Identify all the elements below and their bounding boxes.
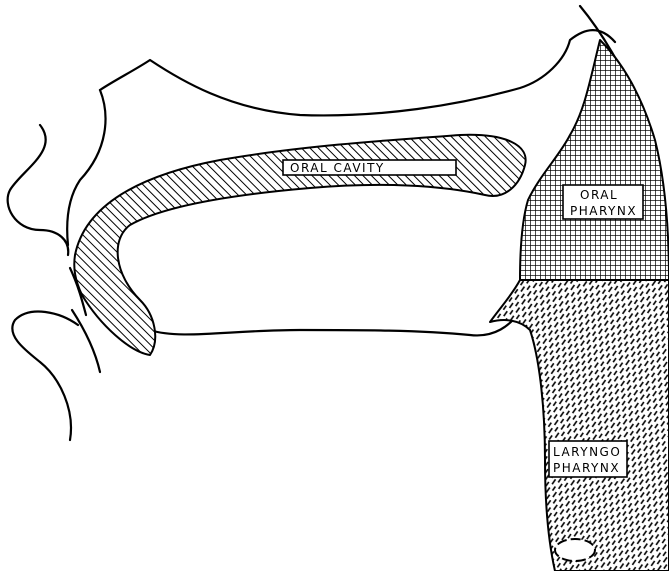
head-top-outline — [100, 30, 615, 115]
laryngo-pharynx-label: LARYNGO PHARYNX — [549, 441, 627, 477]
trachea-ring — [555, 539, 595, 561]
oral-pharynx-label-line2: PHARYNX — [570, 204, 637, 218]
oral-pharynx-label: ORAL PHARYNX — [563, 185, 643, 219]
jaw-tongue-outline — [150, 312, 520, 335]
laryngo-pharynx-label-line2: PHARYNX — [553, 461, 620, 475]
lower-lip-chin-outline — [12, 312, 78, 440]
oral-cavity-label: ORAL CAVITY — [283, 160, 456, 175]
oral-cavity-label-text: ORAL CAVITY — [290, 161, 385, 175]
laryngo-pharynx-label-line1: LARYNGO — [553, 445, 621, 459]
nose-outline — [8, 125, 69, 255]
lower-lip-inner-outline — [72, 310, 100, 372]
laryngo-pharynx-region — [490, 280, 669, 571]
oral-pharynx-label-line1: ORAL — [580, 188, 618, 202]
